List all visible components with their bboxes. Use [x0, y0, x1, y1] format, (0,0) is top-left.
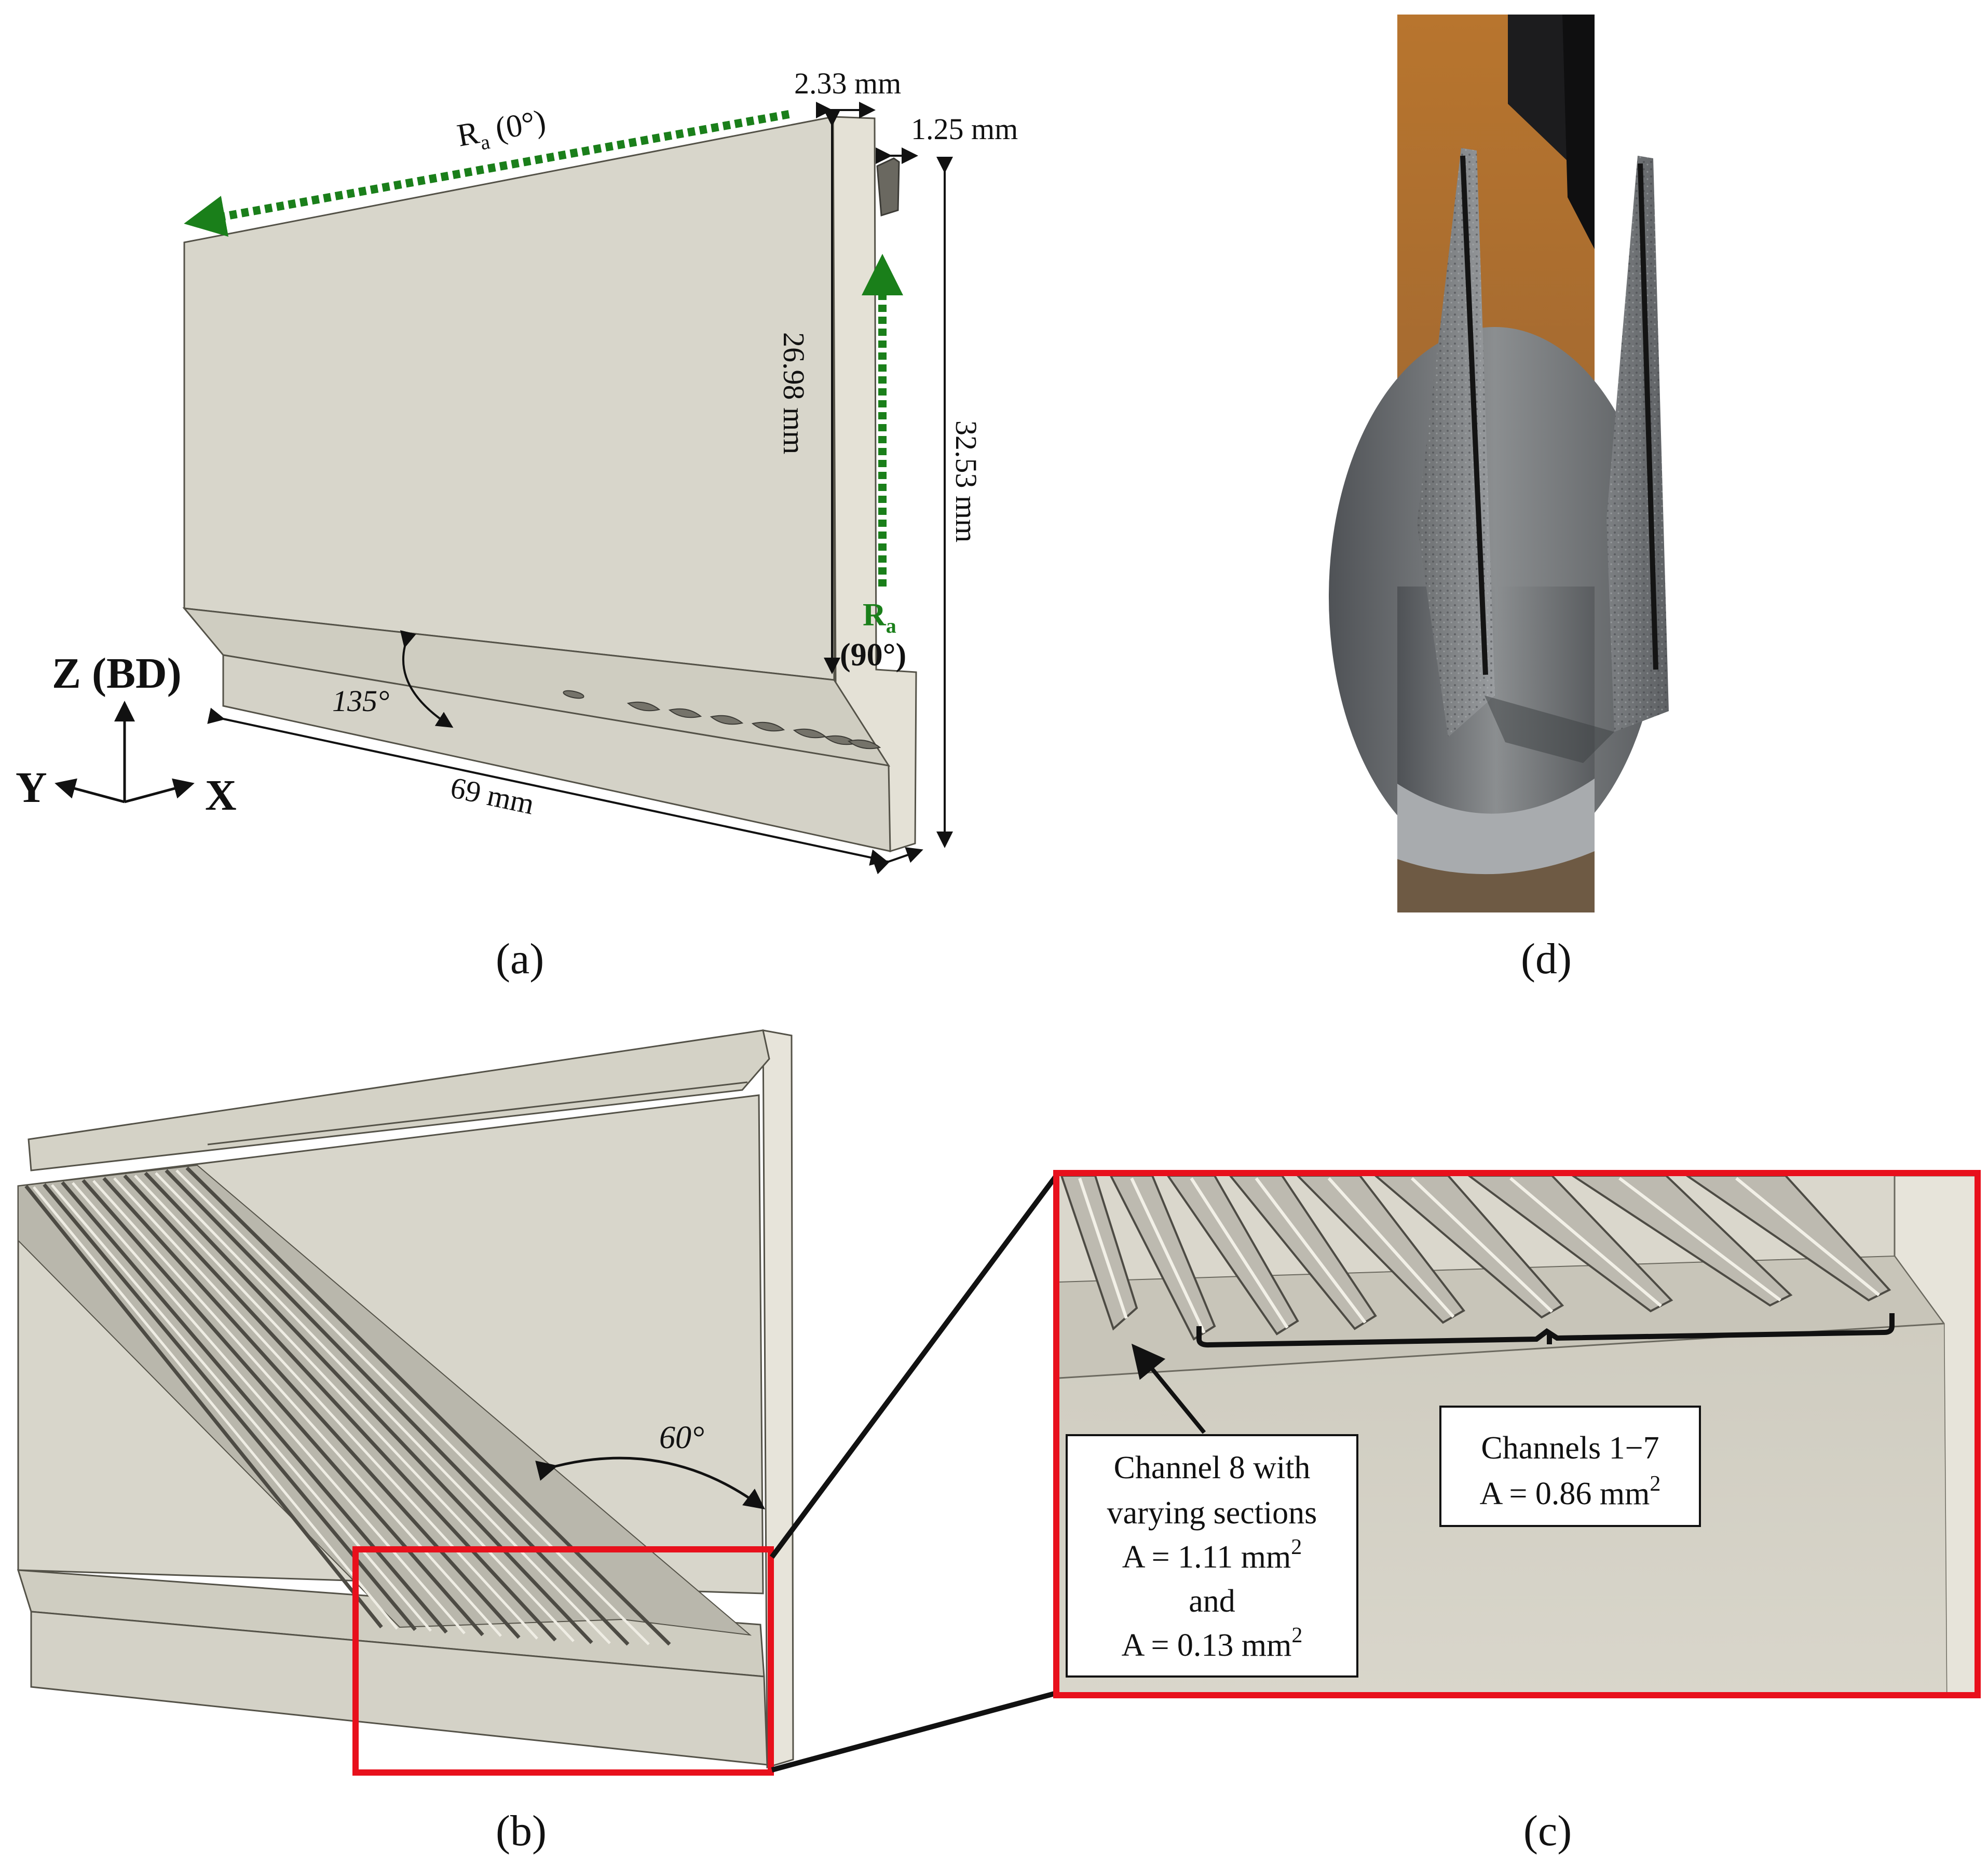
- channels-bracket: [1196, 1313, 1895, 1348]
- ra-90-label: Ra: [863, 597, 896, 637]
- ra-0-label: Ra (0°): [455, 103, 549, 158]
- caption-b: (b): [496, 1807, 547, 1855]
- channel-8-line-4: and: [1189, 1584, 1235, 1619]
- dim-1-25: 1.25 mm: [911, 112, 1018, 146]
- diagonal-channels: [18, 1164, 752, 1646]
- dim-2-33: 2.33 mm: [794, 66, 901, 100]
- part-b-bottom-wall: [30, 1611, 768, 1766]
- channels-1-7-line-2: A = 0.86 mm2: [1480, 1472, 1661, 1511]
- channel-8-line-1: Channel 8 with: [1114, 1450, 1311, 1486]
- caption-c: (c): [1523, 1807, 1572, 1855]
- dim-69: 69 mm: [447, 770, 537, 821]
- channel-8-line-3: A = 1.11 mm2: [1122, 1535, 1302, 1575]
- channel-8-line-2: varying sections: [1107, 1495, 1317, 1531]
- dim-32-53: 32.53 mm: [949, 420, 983, 542]
- channel-8-label-box: Channel 8 with varying sections A = 1.11…: [1066, 1434, 1358, 1678]
- caption-d: (d): [1521, 935, 1572, 983]
- axis-z-label: Z (BD): [52, 649, 182, 698]
- zoom-connector-lines: [769, 1174, 1059, 1773]
- channel-8-line-5: A = 0.13 mm2: [1122, 1624, 1303, 1663]
- ra-0-arrow: [184, 110, 790, 237]
- photo-printed-parts: [1329, 15, 1669, 912]
- channel-8-arrow: [1131, 1343, 1206, 1434]
- caption-a: (a): [496, 935, 544, 983]
- channels-1-7-line-1: Channels 1−7: [1481, 1430, 1659, 1466]
- coordinate-axes: [55, 701, 195, 803]
- ra-90-angle: (90°): [840, 637, 906, 673]
- panel-c: Channel 8 with varying sections A = 1.11…: [1053, 1170, 1981, 1855]
- panel-b: 60° (b): [17, 1029, 794, 1855]
- angle-60-arrow: [535, 1456, 766, 1509]
- channels-1-7-label-box: Channels 1−7 A = 0.86 mm2: [1439, 1406, 1701, 1527]
- highlight-box-b: [352, 1546, 774, 1776]
- angle-60: 60°: [659, 1420, 704, 1455]
- panel-a: Ra (0°) Ra (90°) 2.33 mm 1.25 mm 26.98 m…: [16, 66, 1018, 983]
- highlight-box-c: [1053, 1170, 1981, 1698]
- axis-y-label: Y: [16, 764, 47, 812]
- panel-d: (d): [1329, 15, 1669, 983]
- dim-26-98: 26.98 mm: [777, 332, 811, 454]
- part-front-face: [183, 116, 835, 681]
- axis-x-label: X: [205, 771, 237, 820]
- top-slot: [876, 157, 900, 216]
- dimension-lines: [207, 102, 953, 875]
- angle-135: 135°: [332, 684, 389, 718]
- part-b-side-face: [762, 1029, 794, 1769]
- part-b-top-lip: [28, 1029, 770, 1171]
